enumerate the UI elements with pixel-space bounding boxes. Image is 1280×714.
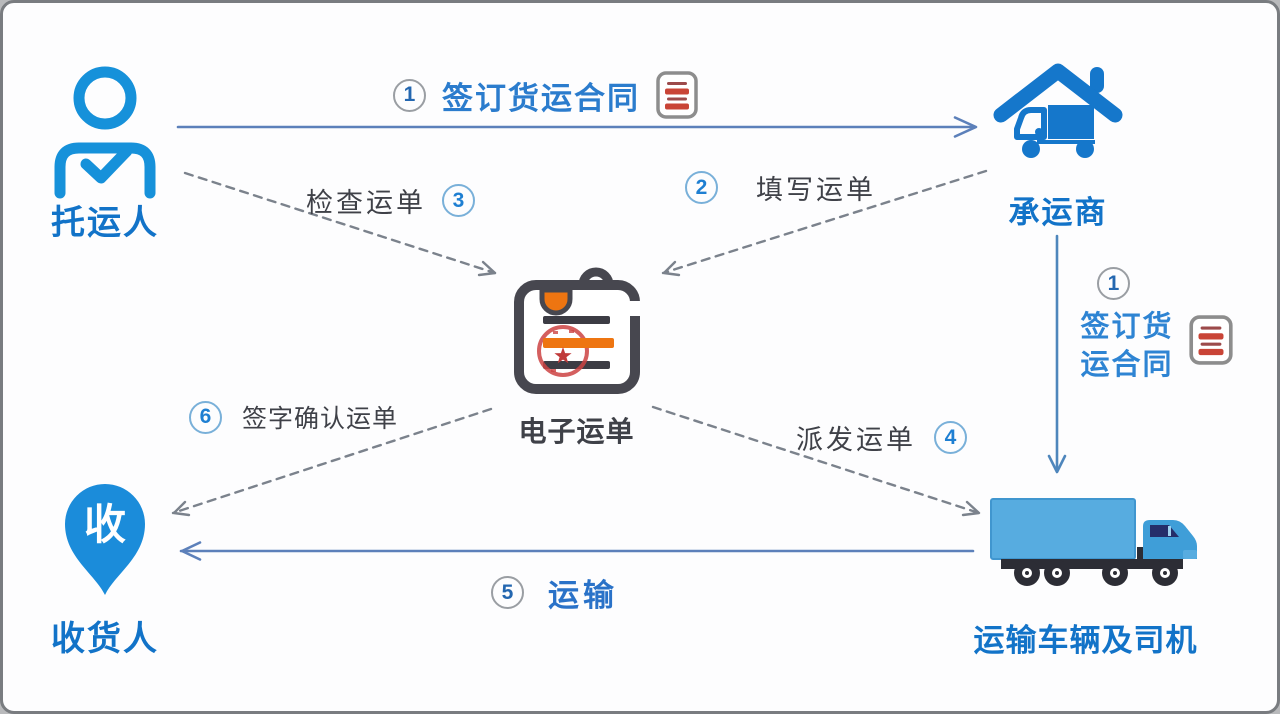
- edge-label-fill-waybill: 2 填写运单: [685, 168, 876, 207]
- shipper-person-icon: [54, 66, 156, 199]
- edge-label-sign-contract-top: 1 签订货运合同: [393, 71, 698, 119]
- step-circle-1-top: 1: [393, 78, 426, 112]
- dispatch-waybill-text: 派发运单: [796, 425, 916, 455]
- waybill-clipboard-icon: [514, 267, 640, 394]
- vehicle-label: 运输车辆及司机: [973, 623, 1198, 658]
- step-circle-4: 4: [934, 421, 967, 454]
- transport-text: 运输: [548, 578, 618, 613]
- arrow-check-waybill: [183, 171, 497, 277]
- arrow-fill-waybill: [661, 169, 988, 277]
- sign-contract-right-text: 签订货 运合同: [1071, 308, 1183, 384]
- arrow-sign-contract-top: [176, 116, 978, 138]
- fill-waybill-text: 填写运单: [756, 175, 876, 205]
- shipper-label: 托运人: [51, 204, 159, 242]
- step-circle-5: 5: [491, 576, 524, 609]
- contract-doc-icon-right: [1189, 315, 1233, 365]
- sign-contract-right-line1: 签订货: [1080, 311, 1174, 343]
- step-circle-3: 3: [442, 184, 475, 217]
- check-waybill-text: 检查运单: [306, 188, 426, 218]
- edge-label-sign-confirm: 6 签字确认运单: [189, 399, 398, 435]
- consignee-label: 收货人: [51, 620, 159, 658]
- arrow-dispatch-waybill: [651, 405, 981, 517]
- consignee-pin-icon: 收: [65, 484, 145, 595]
- waybill-label: 电子运单: [518, 416, 635, 447]
- arrow-sign-confirm: [171, 407, 493, 517]
- carrier-warehouse-truck-icon: [993, 63, 1123, 158]
- edge-label-transport: 5 运输: [491, 570, 618, 615]
- step-circle-2: 2: [685, 171, 718, 204]
- edge-label-dispatch-waybill: 派发运单 4: [796, 418, 967, 457]
- pin-char: 收: [84, 501, 126, 548]
- edge-label-sign-contract-right: 1: [1097, 267, 1130, 300]
- arrow-transport: [179, 541, 975, 561]
- step-circle-6: 6: [189, 400, 222, 434]
- arrow-sign-contract-right: [1047, 234, 1067, 474]
- sign-contract-right-line2: 运合同: [1080, 349, 1174, 381]
- sign-confirm-text: 签字确认运单: [242, 405, 399, 433]
- sign-contract-top-text: 签订货运合同: [442, 80, 640, 116]
- arrow-layer: [171, 116, 1067, 561]
- step-circle-1-right: 1: [1097, 267, 1130, 300]
- edge-label-check-waybill: 检查运单 3: [306, 181, 475, 220]
- carrier-label: 承运商: [1008, 195, 1108, 230]
- contract-doc-icon-top: [656, 71, 698, 119]
- vehicle-truck-icon: [990, 498, 1197, 586]
